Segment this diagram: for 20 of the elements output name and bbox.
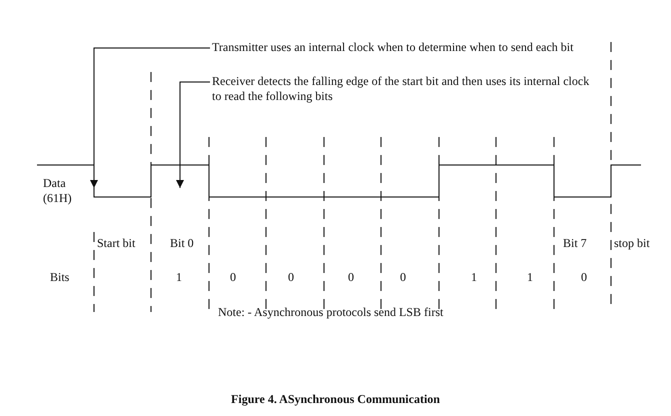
bit-label: Start bit: [97, 236, 136, 251]
annotation-text: Transmitter uses an internal clock when to determine when to send each bit: [212, 40, 632, 55]
row-label: Bits: [50, 270, 70, 285]
bit-label: Bit 7: [563, 236, 587, 251]
bit-value: 0: [581, 270, 587, 285]
bit-value: 1: [471, 270, 477, 285]
note-text: Note: - Asynchronous protocols send LSB first: [218, 305, 444, 320]
figure-caption: Figure 4. ASynchronous Communication: [231, 392, 440, 407]
signal-name: Data (61H): [43, 176, 73, 206]
leader-arrow: [176, 82, 210, 188]
bit-value: 1: [527, 270, 533, 285]
bit-value: 0: [230, 270, 236, 285]
bit-value: 0: [348, 270, 354, 285]
leader-arrow: [90, 48, 210, 188]
bit-value: 0: [400, 270, 406, 285]
bit-value: 1: [176, 270, 182, 285]
bit-label: Bit 0: [170, 236, 194, 251]
bit-label: stop bit: [614, 236, 650, 251]
annotation-text: Receiver detects the falling edge of the start bit and then uses its internal clock to read the following bits: [212, 74, 592, 104]
bit-value: 0: [288, 270, 294, 285]
